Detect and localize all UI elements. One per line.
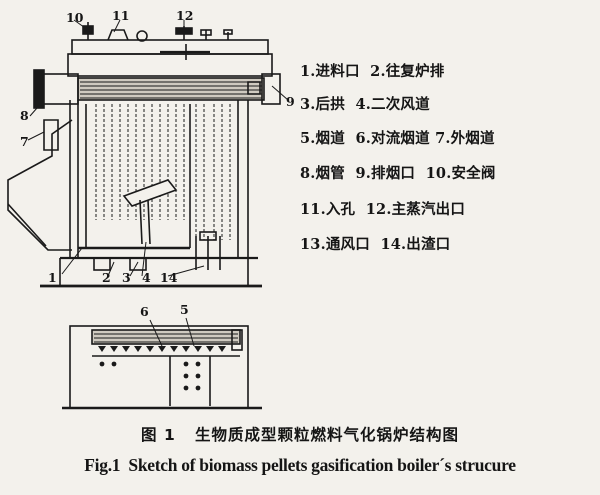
caption-en-text: Sketch of biomass pellets gasification b… bbox=[128, 455, 516, 475]
hatched-tube-plate bbox=[77, 77, 265, 101]
legend-row-3: 5.烟道 6.对流烟道 7.外烟道 bbox=[300, 127, 495, 148]
upper-header bbox=[67, 53, 273, 77]
vent-opening-b bbox=[129, 257, 147, 271]
legend-num-5: 5. bbox=[300, 130, 316, 147]
right-smoke-box bbox=[261, 73, 281, 105]
legend-text-7: 外烟道 bbox=[450, 130, 495, 147]
boiler-casing bbox=[69, 100, 249, 259]
leader-lines bbox=[27, 19, 289, 277]
legend-text-13: 通风口 bbox=[325, 236, 370, 253]
boiler-elevation-view bbox=[7, 19, 289, 288]
legend-text-14: 出渣口 bbox=[406, 236, 451, 253]
callout-11: 11 bbox=[112, 8, 129, 23]
slag-outlet bbox=[195, 236, 221, 270]
callout-5: 5 bbox=[180, 302, 189, 317]
legend-text-8: 烟管 bbox=[315, 165, 345, 182]
safety-valve bbox=[82, 22, 94, 40]
callout-9: 9 bbox=[286, 94, 295, 109]
left-smoke-box bbox=[41, 73, 79, 105]
rear-arch bbox=[122, 179, 178, 207]
legend-num-11: 11. bbox=[300, 201, 326, 218]
manhole bbox=[107, 29, 148, 42]
left-flange bbox=[33, 69, 45, 109]
callout-7: 7 bbox=[20, 134, 29, 149]
figure-caption-chinese: 图 1 生物质成型颗粒燃料气化锅炉结构图 bbox=[0, 423, 600, 445]
callout-6: 6 bbox=[140, 304, 149, 319]
legend-num-6: 6. bbox=[355, 130, 371, 147]
legend-num-3: 3. bbox=[300, 96, 316, 113]
legend-num-8: 8. bbox=[300, 165, 316, 182]
legend-text-4: 二次风道 bbox=[371, 96, 430, 113]
legend-text-12: 主蒸汽出口 bbox=[391, 201, 466, 218]
vent-opening-a bbox=[93, 257, 111, 271]
legend-num-4: 4. bbox=[355, 96, 371, 113]
legend-row-1: 1.进料口 2.往复炉排 bbox=[300, 60, 445, 81]
exhaust-port-box bbox=[247, 81, 261, 95]
callout-14: 14 bbox=[160, 270, 178, 285]
legend-text-2: 往复炉排 bbox=[385, 63, 445, 80]
legend-num-7: 7. bbox=[435, 130, 451, 147]
figure-caption-english: Fig.1 Sketch of biomass pellets gasifica… bbox=[0, 455, 600, 476]
legend-row-6: 13.通风口 14.出渣口 bbox=[300, 233, 450, 254]
legend-text-11: 入孔 bbox=[325, 201, 356, 218]
feed-inlet bbox=[7, 119, 73, 251]
legend-num-10: 10. bbox=[425, 165, 452, 182]
legend-text-1: 进料口 bbox=[315, 63, 360, 80]
caption-en-label: Fig.1 bbox=[84, 455, 121, 475]
legend-num-13: 13. bbox=[300, 236, 326, 253]
legend-text-6: 对流烟道 bbox=[371, 130, 430, 147]
main-steam-outlet bbox=[160, 26, 212, 60]
caption-cn-label: 图 1 bbox=[141, 426, 176, 444]
callout-2: 2 bbox=[102, 270, 111, 285]
legend-text-10: 安全阀 bbox=[451, 165, 496, 182]
legend-num-2: 2. bbox=[370, 63, 386, 80]
legend-row-4: 8.烟管 9.排烟口 10.安全阀 bbox=[300, 162, 496, 183]
legend-num-12: 12. bbox=[365, 201, 392, 218]
callout-12: 12 bbox=[176, 8, 193, 23]
legend-num-14: 14. bbox=[380, 236, 407, 253]
legend-num-9: 9. bbox=[355, 165, 371, 182]
legend-text-5: 烟道 bbox=[315, 130, 345, 147]
section-tube-rows bbox=[98, 346, 226, 391]
callout-3: 3 bbox=[122, 270, 131, 285]
caption-cn-text: 生物质成型颗粒燃料气化锅炉结构图 bbox=[194, 426, 459, 444]
callout-10: 10 bbox=[66, 10, 84, 25]
legend-row-2: 3.后拱 4.二次风道 bbox=[300, 93, 430, 114]
outer-flue bbox=[43, 119, 59, 151]
callout-4: 4 bbox=[142, 270, 151, 285]
legend-text-9: 排烟口 bbox=[371, 165, 416, 182]
boiler-section-view bbox=[62, 317, 262, 410]
callout-1: 1 bbox=[48, 270, 57, 285]
legend-text-3: 后拱 bbox=[315, 96, 345, 113]
legend-num-1: 1. bbox=[300, 63, 316, 80]
legend-row-5: 11.入孔 12.主蒸汽出口 bbox=[300, 198, 465, 219]
section-tube-plate bbox=[91, 329, 241, 345]
secondary-air-duct bbox=[139, 199, 151, 245]
callout-8: 8 bbox=[20, 108, 29, 123]
flue-tubes bbox=[95, 104, 231, 240]
